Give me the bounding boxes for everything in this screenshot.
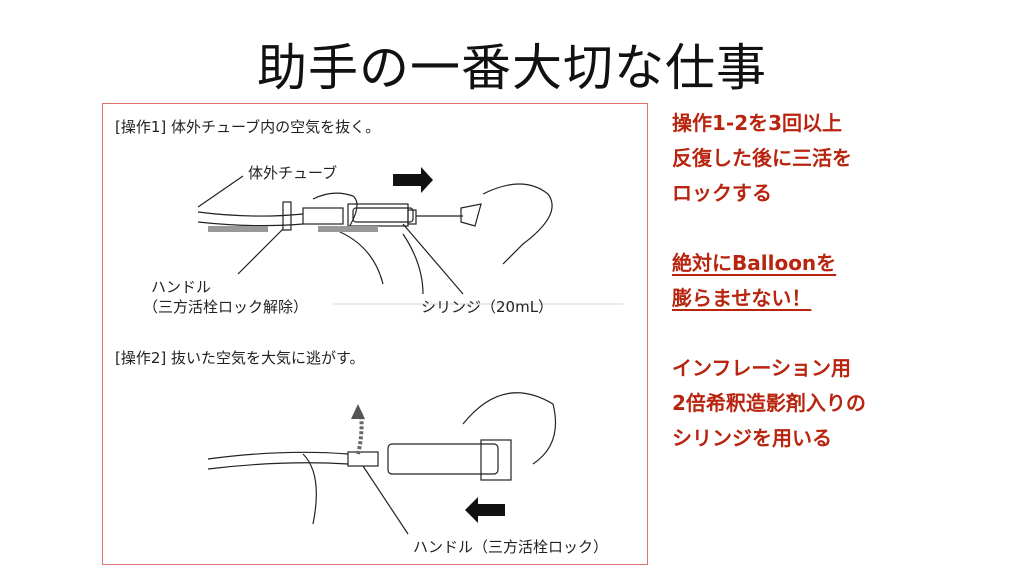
step2-heading: [操作2] 抜いた空気を大気に逃がす。 [115,349,365,367]
label-tube: 体外チューブ [248,164,338,182]
note-line: 操作1-2を3回以上 [672,111,843,135]
note-line: シリンジを用いる [672,426,832,450]
note-warning: 絶対にBalloonを 膨らませない！ [672,246,866,316]
slide-title: 助手の一番大切な仕事 [257,39,767,97]
note-line: ロックする [672,181,772,205]
note-line: 反復した後に三活を [672,146,852,170]
syringe-illustration [197,167,623,535]
note-line: 2倍希釈造影剤入りの [672,391,866,415]
note-line: 絶対にBalloonを [672,251,837,275]
step1-heading: [操作1] 体外チューブ内の空気を抜く。 [115,118,381,136]
notes-panel: 操作1-2を3回以上 反復した後に三活を ロックする 絶対にBalloonを 膨… [672,106,866,491]
label-handle-lock: ハンドル（三方活栓ロック） [413,538,609,556]
label-handle-sub: （三方活栓ロック解除） [143,298,309,316]
note-syringe: インフレーション用 2倍希釈造影剤入りの シリンジを用いる [672,351,866,456]
procedure-figure: [操作1] 体外チューブ内の空気を抜く。 体外チューブ ハンドル （三方活栓ロッ… [102,103,648,565]
note-line: 膨らませない！ [672,286,812,310]
note-line: インフレーション用 [672,356,851,380]
label-syringe: シリンジ（20mL） [421,298,554,316]
label-handle: ハンドル [151,278,212,296]
note-repeat: 操作1-2を3回以上 反復した後に三活を ロックする [672,106,866,211]
